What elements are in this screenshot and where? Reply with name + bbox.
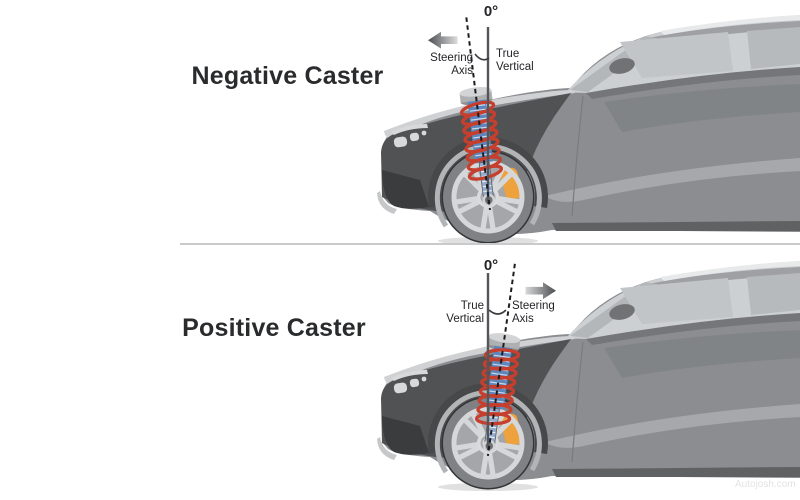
true-vertical-label-line1: True <box>496 48 520 60</box>
rear-window <box>747 273 800 315</box>
angle-arc <box>488 309 507 315</box>
panel-title-negative: Negative Caster <box>191 62 384 90</box>
panel-divider <box>180 243 800 245</box>
true-vertical-label: True Vertical <box>496 48 566 74</box>
rear-window <box>747 27 800 69</box>
true-vertical-label-line1: True <box>460 300 484 312</box>
annotations <box>486 263 556 457</box>
zero-degree-label: 0° <box>483 257 499 274</box>
steering-axis-label: Steering Axis <box>393 52 473 78</box>
true-vertical-label-line2: Vertical <box>496 60 534 73</box>
true-vertical-label-line2: Vertical <box>446 312 484 325</box>
front-window <box>620 278 733 324</box>
direction-arrow-left <box>428 31 458 49</box>
panel-negative-caster: Negative Caster 0° Steering Axis True Ve… <box>191 3 800 245</box>
car-illustration <box>377 261 800 491</box>
steering-axis-label-line2: Axis <box>512 312 534 325</box>
front-window <box>620 32 733 78</box>
angle-arc <box>474 53 490 61</box>
annotations <box>428 17 491 211</box>
zero-degree-label: 0° <box>483 3 499 20</box>
steering-axis-label-line1: Steering <box>430 52 473 64</box>
steering-axis-label-line2: Axis <box>451 64 473 77</box>
panel-positive-caster: Positive Caster 0° True Vertical Steerin… <box>0 246 800 500</box>
headlight <box>391 124 428 148</box>
watermark-text: Autojosh.com <box>735 479 796 490</box>
side-mirror <box>609 304 635 320</box>
direction-arrow-right <box>525 282 556 300</box>
steering-axis-line <box>486 263 516 457</box>
car-scene-positive <box>377 261 800 491</box>
car-illustration <box>377 15 800 245</box>
car-scene-negative <box>377 15 800 245</box>
headlight <box>391 370 428 394</box>
true-vertical-label: True Vertical <box>406 300 484 326</box>
steering-axis-label: Steering Axis <box>512 300 596 326</box>
steering-axis-line <box>465 17 491 211</box>
side-mirror <box>609 58 635 74</box>
panel-title-positive: Positive Caster <box>182 314 366 342</box>
steering-axis-label-line1: Steering <box>512 300 555 312</box>
